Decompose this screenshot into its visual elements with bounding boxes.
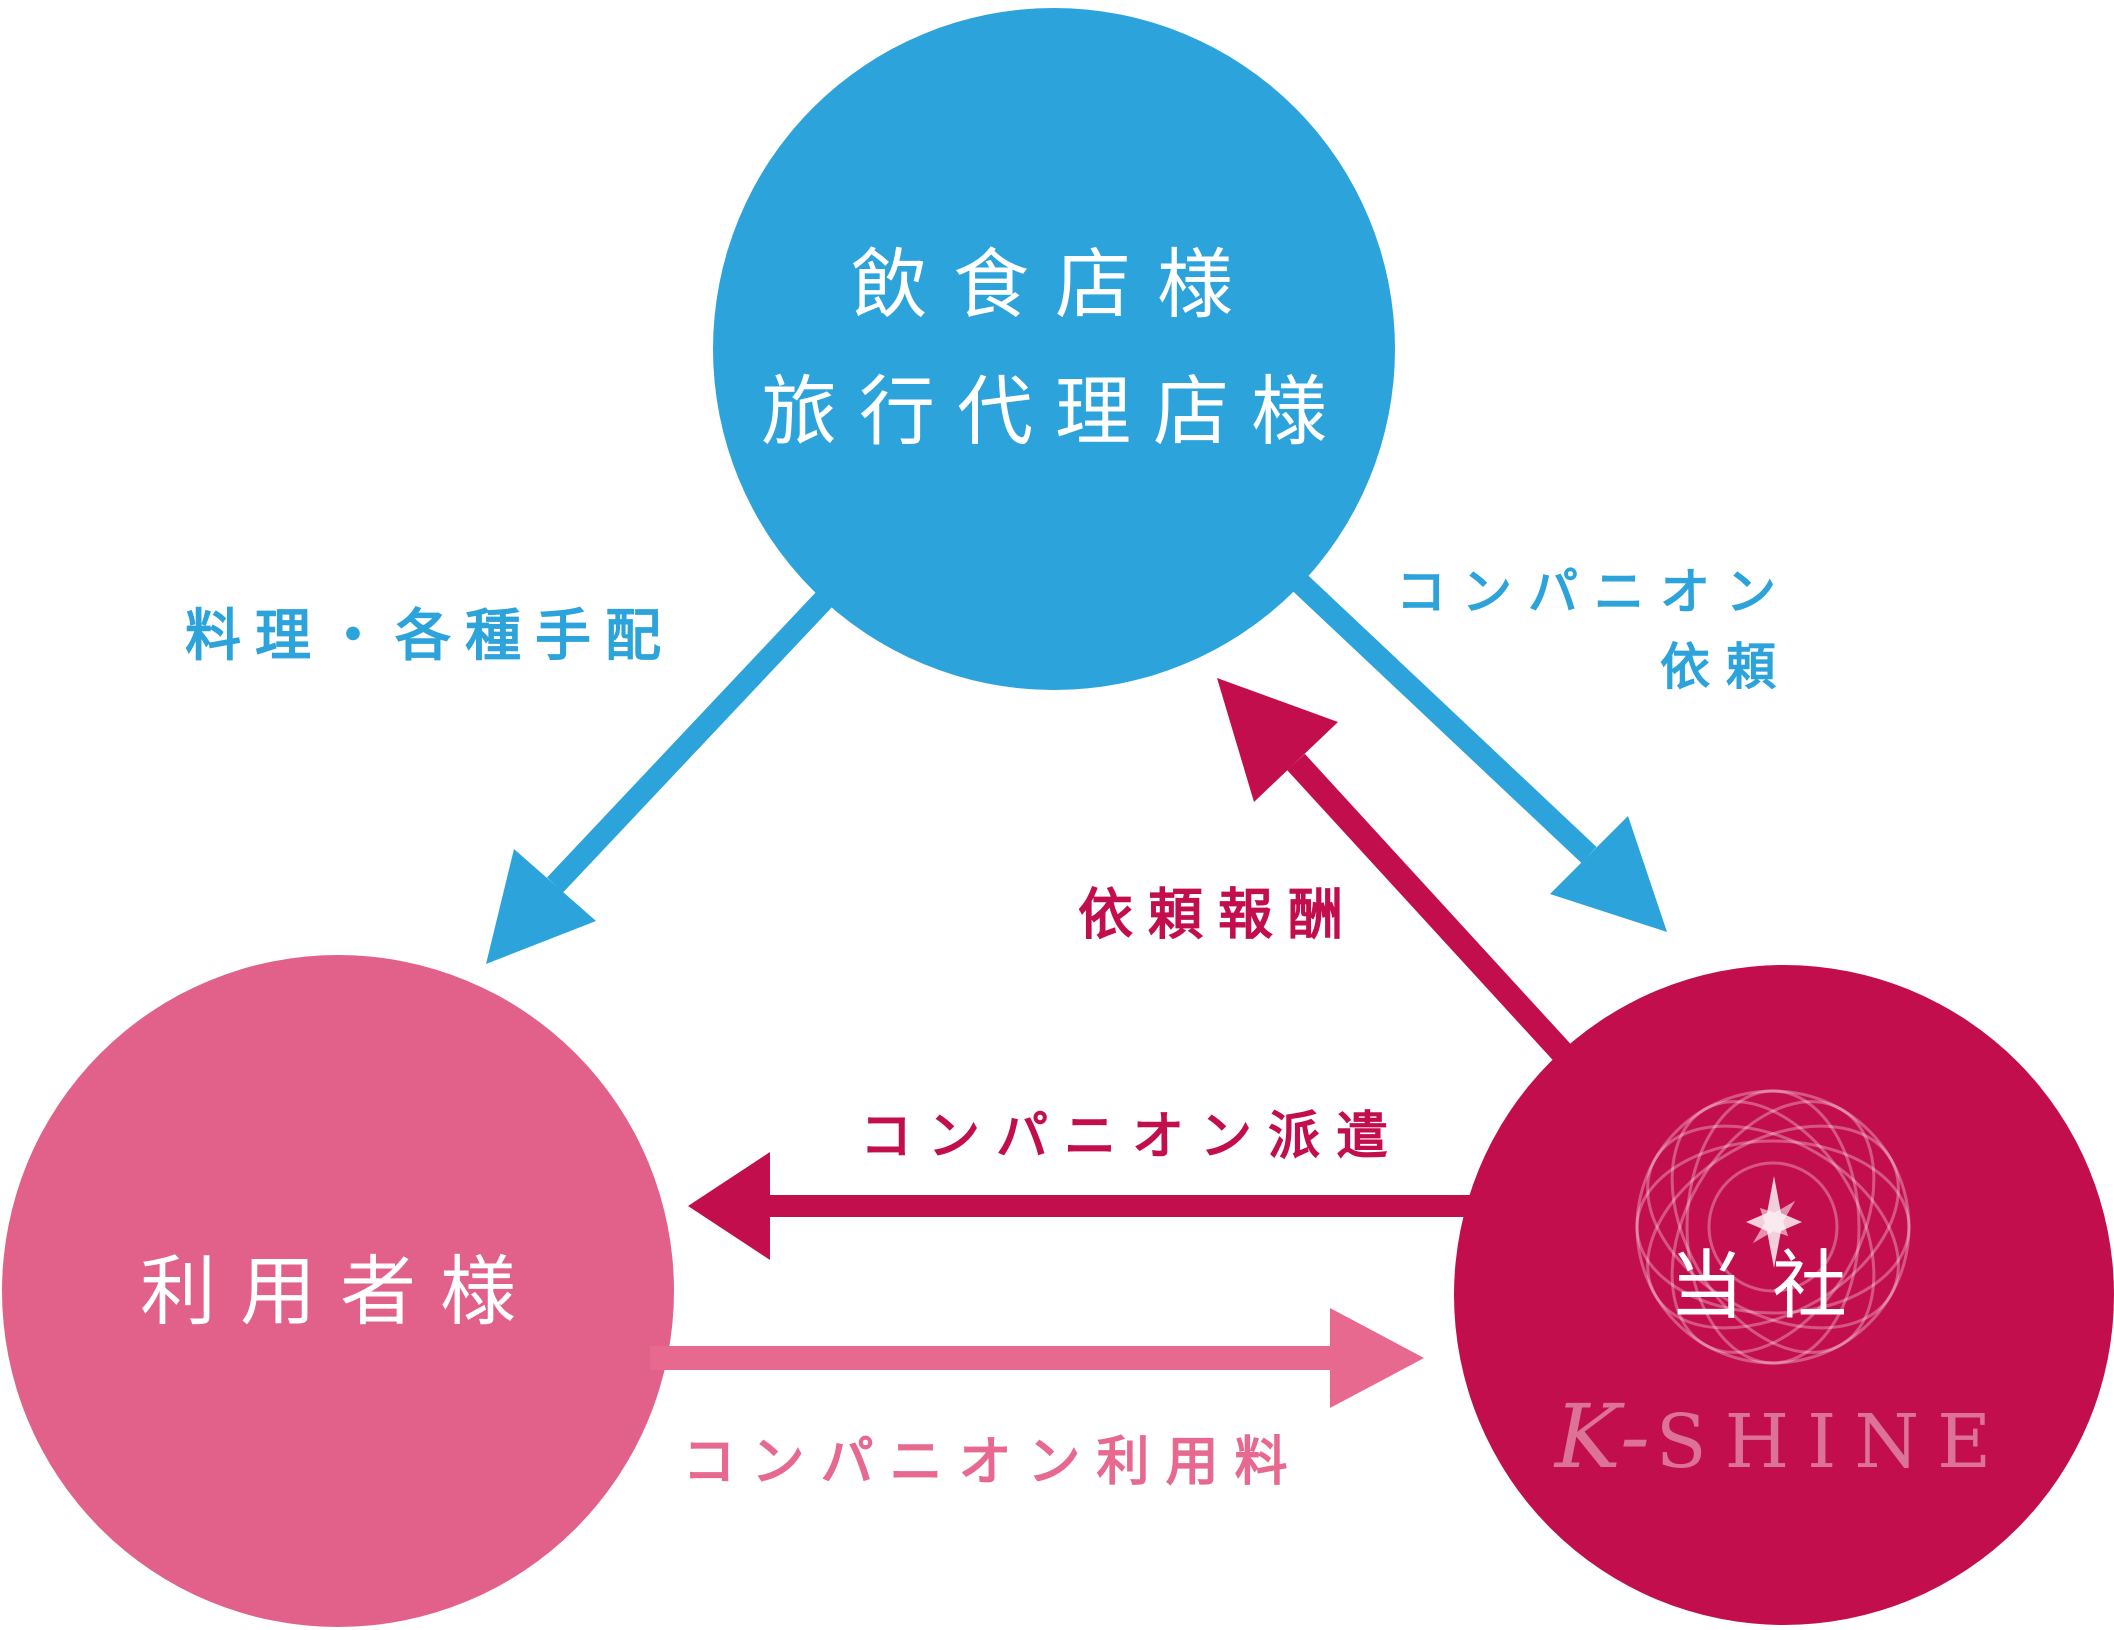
company-label: 当社 [1668, 1241, 1876, 1330]
companion-request-label-line1: コンパニオン [1396, 563, 1792, 621]
restaurant-label-line1: 飲食店様 [851, 240, 1259, 329]
cooking-arrow-label: 料理・各種手配 [185, 604, 675, 669]
dispatch-arrow-label: コンパニオン派遣 [859, 1107, 1405, 1167]
rosette-petal [1635, 1139, 1911, 1315]
reward-arrow [1217, 678, 1589, 1081]
rosette-ring [1635, 1089, 1911, 1365]
restaurant-label-line2: 旅行代理店様 [761, 367, 1349, 456]
companion-request-arrow [1272, 555, 1667, 932]
rosette-petal [1685, 1089, 1861, 1365]
rosette-petal [1670, 1100, 1876, 1354]
sparkle-icon [1746, 1176, 1802, 1268]
user-label: 利用者様 [140, 1247, 540, 1336]
rosette-petal [1646, 1124, 1900, 1330]
dispatch-arrow [688, 1152, 1490, 1260]
rosette-inner-ring [1707, 1161, 1839, 1293]
company-brand-watermark: K-SHINE [1555, 1393, 2009, 1481]
company-logo-rosette [1635, 1089, 1911, 1365]
reward-arrow-label: 依頼報酬 [1077, 882, 1359, 947]
usage-fee-arrow-label: コンパニオン利用料 [682, 1431, 1304, 1493]
brand-k: K- [1554, 1385, 1656, 1488]
brand-shine: SHINE [1655, 1399, 2010, 1485]
company-circle [1454, 965, 2114, 1625]
restaurant-circle [713, 8, 1395, 690]
user-circle [2, 955, 674, 1627]
usage-fee-arrow [650, 1308, 1424, 1408]
companion-request-label-line2: 依頼 [1660, 638, 1792, 696]
rosette-petal [1646, 1124, 1900, 1330]
cooking-arrow [486, 564, 859, 964]
rosette-petal [1670, 1100, 1876, 1354]
